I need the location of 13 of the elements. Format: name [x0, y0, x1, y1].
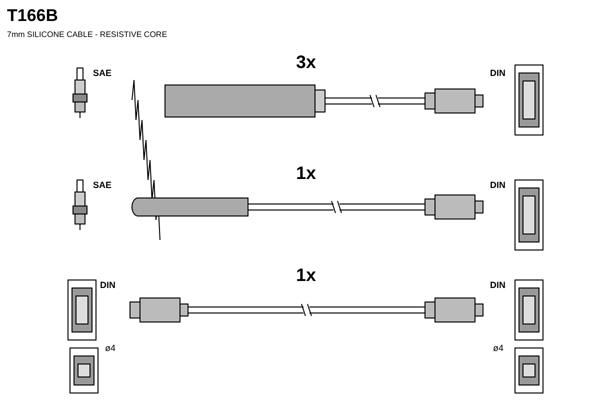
quantity-label: 3x: [296, 52, 316, 73]
dimension-label: ø4: [493, 343, 504, 353]
plug-type-label: DIN: [100, 280, 116, 290]
plug-type-label: DIN: [490, 180, 506, 190]
plug-type-label: SAE: [93, 68, 112, 78]
dimension-label: ø4: [105, 343, 116, 353]
quantity-label: 1x: [296, 163, 316, 184]
quantity-label: 1x: [296, 265, 316, 286]
spec-note: 7mm SILICONE CABLE - RESISTIVE CORE: [7, 30, 168, 39]
plug-type-label: DIN: [490, 280, 506, 290]
plug-type-label: DIN: [490, 68, 506, 78]
title: T166B: [7, 6, 58, 26]
plug-type-label: SAE: [93, 180, 112, 190]
